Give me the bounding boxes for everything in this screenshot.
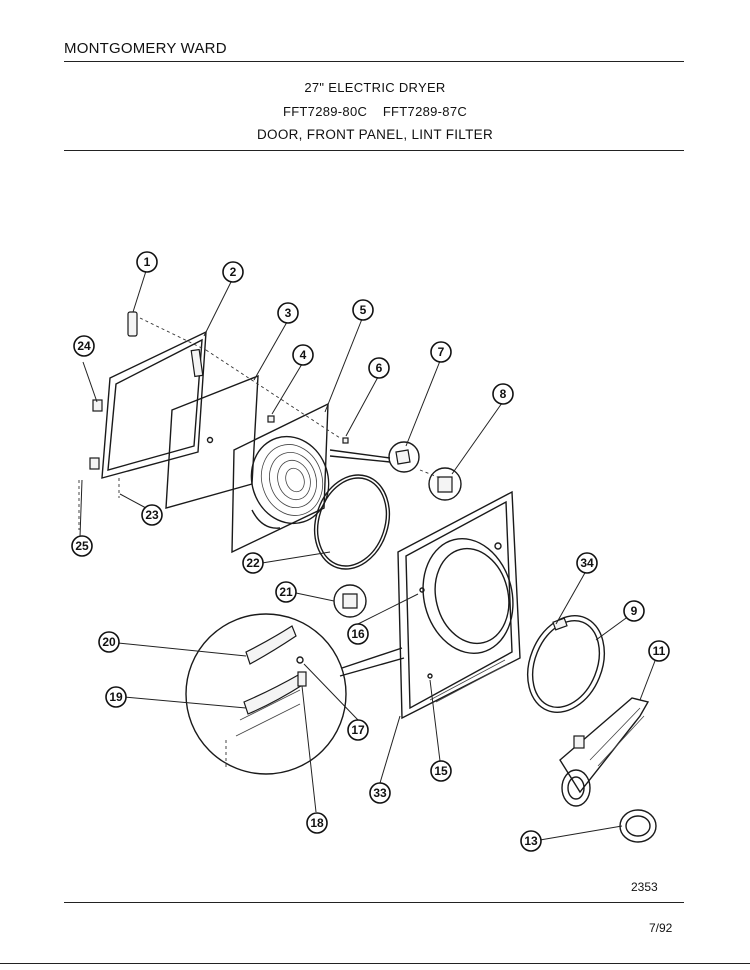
door-outer-panel bbox=[101, 330, 207, 479]
svg-text:24: 24 bbox=[77, 339, 91, 353]
svg-text:1: 1 bbox=[144, 255, 151, 269]
callout-2: 2 bbox=[222, 261, 244, 283]
screw-6 bbox=[342, 437, 349, 444]
revision-date: 7/92 bbox=[649, 921, 673, 935]
svg-text:18: 18 bbox=[310, 816, 324, 830]
svg-text:23: 23 bbox=[145, 508, 159, 522]
callout-22: 22 bbox=[242, 552, 264, 574]
svg-text:7: 7 bbox=[438, 345, 445, 359]
callout-6: 6 bbox=[368, 357, 390, 379]
callout-7: 7 bbox=[430, 341, 452, 363]
lint-duct bbox=[559, 697, 650, 807]
callout-20: 20 bbox=[98, 631, 120, 653]
svg-text:21: 21 bbox=[279, 585, 293, 599]
callout-8: 8 bbox=[492, 383, 514, 405]
svg-text:16: 16 bbox=[351, 627, 365, 641]
callout-34: 34 bbox=[576, 552, 598, 574]
door-seal-ring bbox=[313, 474, 391, 570]
callout-17: 17 bbox=[347, 719, 369, 741]
callout-5: 5 bbox=[352, 299, 374, 321]
callout-3: 3 bbox=[277, 302, 299, 324]
svg-text:15: 15 bbox=[434, 764, 448, 778]
callout-24: 24 bbox=[73, 335, 95, 357]
svg-text:20: 20 bbox=[102, 635, 116, 649]
callout-21: 21 bbox=[275, 581, 297, 603]
callout-23: 23 bbox=[141, 504, 163, 526]
door-handle bbox=[127, 311, 207, 351]
svg-text:34: 34 bbox=[580, 556, 594, 570]
diagram-code: 2353 bbox=[631, 880, 658, 894]
svg-text:9: 9 bbox=[631, 604, 638, 618]
svg-text:5: 5 bbox=[360, 303, 367, 317]
door-inner-panel bbox=[165, 374, 259, 509]
svg-text:11: 11 bbox=[653, 644, 666, 658]
svg-text:17: 17 bbox=[351, 723, 365, 737]
callout-18: 18 bbox=[306, 812, 328, 834]
front-panel bbox=[397, 490, 521, 720]
inner-door-grille bbox=[231, 402, 330, 554]
callout-13: 13 bbox=[520, 830, 542, 852]
callout-33: 33 bbox=[369, 782, 391, 804]
duct-grommet bbox=[619, 809, 657, 843]
svg-text:3: 3 bbox=[285, 306, 292, 320]
footer-rule bbox=[64, 902, 684, 903]
svg-text:6: 6 bbox=[376, 361, 383, 375]
callout-16: 16 bbox=[347, 623, 369, 645]
brand-name: MONTGOMERY WARD bbox=[64, 40, 227, 57]
strike-8 bbox=[419, 467, 462, 501]
svg-text:2: 2 bbox=[230, 265, 237, 279]
svg-text:19: 19 bbox=[109, 690, 123, 704]
door-catch-7 bbox=[329, 441, 420, 473]
callout-25: 25 bbox=[71, 535, 93, 557]
svg-text:13: 13 bbox=[524, 834, 538, 848]
callout-19: 19 bbox=[105, 686, 127, 708]
callout-11: 11 bbox=[648, 640, 670, 662]
section-title: DOOR, FRONT PANEL, LINT FILTER bbox=[256, 127, 494, 142]
model-numbers: FFT7289-80C FFT7289-87C bbox=[282, 104, 468, 119]
detail-magnifier bbox=[185, 613, 405, 775]
callout-15: 15 bbox=[430, 760, 452, 782]
svg-text:8: 8 bbox=[500, 387, 507, 401]
svg-text:25: 25 bbox=[75, 539, 89, 553]
assembly-axis bbox=[205, 349, 341, 439]
callout-4: 4 bbox=[292, 344, 314, 366]
callout-1: 1 bbox=[136, 251, 158, 273]
page-bottom-rule bbox=[0, 963, 750, 964]
door-hinges bbox=[89, 399, 103, 470]
leader-lines bbox=[79, 270, 659, 841]
retainer-clip-4 bbox=[267, 415, 275, 423]
header-rule bbox=[64, 150, 684, 151]
svg-text:4: 4 bbox=[300, 348, 307, 362]
catch-21 bbox=[333, 584, 367, 618]
drum-bearing-ring bbox=[527, 615, 605, 713]
svg-text:22: 22 bbox=[246, 556, 260, 570]
callout-9: 9 bbox=[623, 600, 645, 622]
diagram-title: 27" ELECTRIC DRYER bbox=[304, 80, 446, 95]
top-rule bbox=[64, 61, 684, 62]
svg-text:33: 33 bbox=[373, 786, 387, 800]
